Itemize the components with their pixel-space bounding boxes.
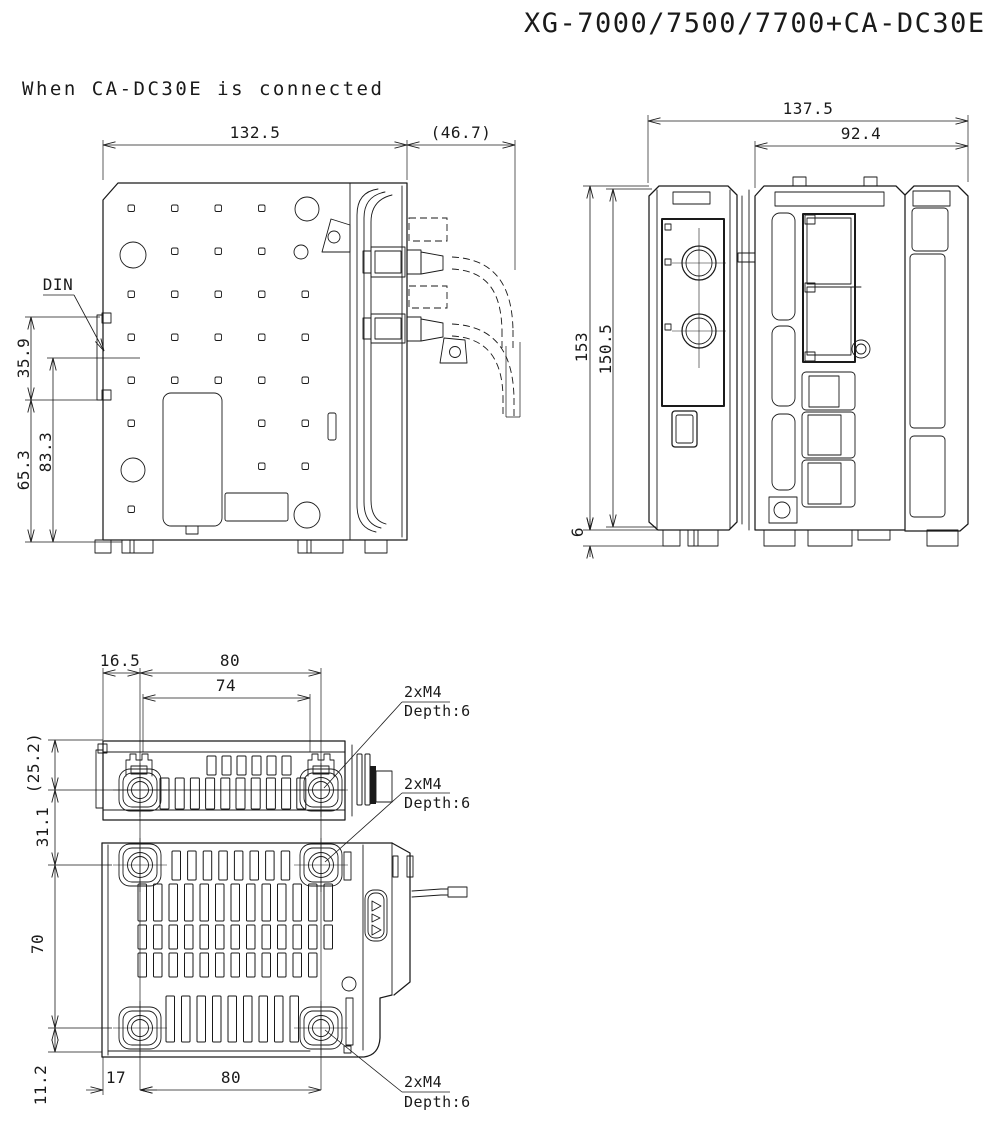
dim-hole-to-edge: 11.2	[31, 1065, 50, 1106]
screw-depth: Depth:6	[404, 794, 471, 812]
led-indicator	[664, 323, 672, 331]
end-cover-module	[904, 185, 969, 532]
dim-total-height: 153	[572, 332, 591, 362]
screw-spec: 2xM4	[404, 683, 442, 701]
screw-depth: Depth:6	[404, 702, 471, 720]
dim-din-bottom: 83.3	[36, 432, 55, 473]
led-indicator	[664, 258, 672, 266]
drawing-title: XG-7000/7500/7700+CA-DC30E	[524, 8, 986, 39]
dim-cable-clearance: (46.7)	[431, 123, 492, 142]
controller-module	[754, 176, 906, 531]
side-view-holes-circles	[119, 196, 321, 529]
screw-spec: 2xM4	[404, 1073, 442, 1091]
dim-total-width: 137.5	[783, 99, 834, 118]
dim-edge-to-hole-bottom: 17	[106, 1068, 126, 1087]
screw-callout-1: 2xM4 Depth:6	[323, 683, 471, 789]
dim-hole-pitch-side: 70	[28, 934, 47, 954]
power-switch	[671, 410, 698, 448]
dim-controller-width: 92.4	[841, 124, 882, 143]
camera-port-2	[681, 313, 717, 349]
label-plate	[162, 392, 337, 535]
bottom-view: 16.5 80 74 (25.2) 31.1 70 11.2 17 80 2xM…	[24, 651, 471, 1111]
reset-button	[768, 496, 798, 524]
controller-bottom	[101, 837, 468, 1058]
side-view-body-outline	[102, 182, 408, 541]
front-view-feet	[662, 529, 959, 547]
power-unit-vents	[159, 753, 371, 810]
dim-lower: 65.3	[14, 450, 33, 491]
antenna-wire	[411, 886, 468, 898]
mounting-ear	[321, 218, 351, 253]
din-callout: DIN	[43, 275, 105, 352]
side-vent-holes	[127, 204, 309, 513]
camera-connectors	[362, 217, 448, 344]
dim-hole-pitch-top: 80	[220, 651, 240, 670]
dim-body-height: 150.5	[596, 324, 615, 375]
side-view: 132.5 (46.7) 35.9 83.3 65.3 DIN	[14, 123, 521, 554]
led-indicator	[664, 223, 672, 231]
front-view: 137.5 92.4 153 150.5 6	[568, 99, 969, 559]
screw-depth: Depth:6	[404, 1093, 471, 1111]
module-joint	[737, 189, 756, 531]
side-connector	[364, 889, 388, 942]
dim-unit-gap: 31.1	[33, 807, 52, 848]
screw-callout-2: 2xM4 Depth:6	[324, 775, 471, 863]
din-rail-profile	[96, 312, 112, 401]
dim-hole-pitch-bottom: 80	[221, 1068, 241, 1087]
side-view-feet	[94, 539, 388, 554]
card-slots	[801, 371, 856, 508]
side-view-dimensions: 132.5 (46.7) 35.9 83.3 65.3 DIN	[14, 123, 516, 543]
dim-edge-to-hole: 16.5	[100, 651, 141, 670]
power-unit-module	[648, 185, 738, 531]
camera-port-1	[681, 245, 717, 281]
drawing-subtitle: When CA-DC30E is connected	[22, 78, 384, 100]
controller-vents	[137, 850, 333, 1043]
dim-foot-height: 6	[568, 527, 587, 537]
dim-width: 132.5	[230, 123, 281, 142]
front-view-dimensions: 137.5 92.4 153 150.5 6	[568, 99, 969, 559]
bottom-view-dimensions: 16.5 80 74 (25.2) 31.1 70 11.2 17 80	[24, 651, 345, 1105]
screw-callout-3: 2xM4 Depth:6	[324, 1029, 471, 1111]
io-connector-block	[802, 213, 871, 363]
dim-clip-pitch: 74	[216, 676, 236, 695]
dim-din-top: 35.9	[14, 338, 33, 379]
power-unit-bottom	[95, 740, 393, 821]
screw-spec: 2xM4	[404, 775, 442, 793]
dim-unit-depth: (25.2)	[24, 733, 43, 794]
cable-bend-clearance	[439, 256, 521, 420]
din-label: DIN	[43, 275, 73, 294]
